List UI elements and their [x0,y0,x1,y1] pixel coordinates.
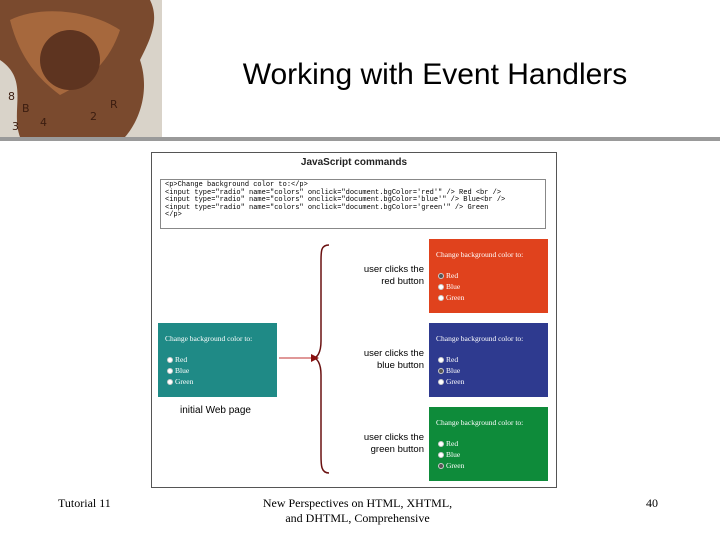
svg-text:3: 3 [12,120,19,133]
svg-text:B: B [22,102,30,115]
initial-page-panel: Change background color to: Red Blue Gre… [158,323,277,397]
footer-center-line2: and DHTML, Comprehensive [285,511,430,525]
slide-title: Working with Event Handlers [242,58,628,91]
page-number: 40 [646,496,658,510]
svg-text:2: 2 [90,110,97,123]
panel-title: Change background color to: [165,334,253,343]
svg-text:4: 4 [40,116,47,129]
radio-option-green: Green [167,377,193,386]
radio-option-blue: Blue [167,366,189,375]
panel-title: Change background color to: [436,418,524,427]
code-line: <input type="radio" name="colors" onclic… [165,203,489,212]
code-heading: JavaScript commands [300,157,408,168]
radio-option-red: Red [438,439,458,448]
code-block: <p>Change background color to:</p><input… [160,179,546,229]
code-line: <input type="radio" name="colors" onclic… [165,196,506,205]
event-handler-figure: JavaScript commands <p>Change background… [151,152,557,488]
footer-left: Tutorial 11 [58,496,111,510]
initial-page-label: initial Web page [180,405,251,416]
code-line: <p>Change background color to:</p> [165,181,308,189]
panel-title: Change background color to: [436,250,524,259]
title-rule [0,137,720,141]
code-line: </p> [165,211,182,220]
radio-option-green: Green [438,461,464,470]
radio-option-blue: Blue [438,366,460,375]
radio-option-red: Red [438,355,458,364]
radio-option-red: Red [167,355,187,364]
radio-option-red: Red [438,271,458,280]
red-result-panel: Change background color to: Red Blue Gre… [429,239,548,313]
radio-option-green: Green [438,293,464,302]
green-result-panel: Change background color to: Red Blue Gre… [429,407,548,481]
radio-option-blue: Blue [438,450,460,459]
radio-option-green: Green [438,377,464,386]
svg-text:8: 8 [8,90,15,103]
blue-result-panel: Change background color to: Red Blue Gre… [429,323,548,397]
panel-title: Change background color to: [436,334,524,343]
footer-center: New Perspectives on HTML, XHTML, and DHT… [220,496,495,526]
footer-center-line1: New Perspectives on HTML, XHTML, [262,496,453,510]
radio-option-blue: Blue [438,282,460,291]
flow-arrow [279,244,330,474]
code-line: <input type="radio" name="colors" onclic… [165,188,502,197]
svg-text:R: R [110,98,118,111]
